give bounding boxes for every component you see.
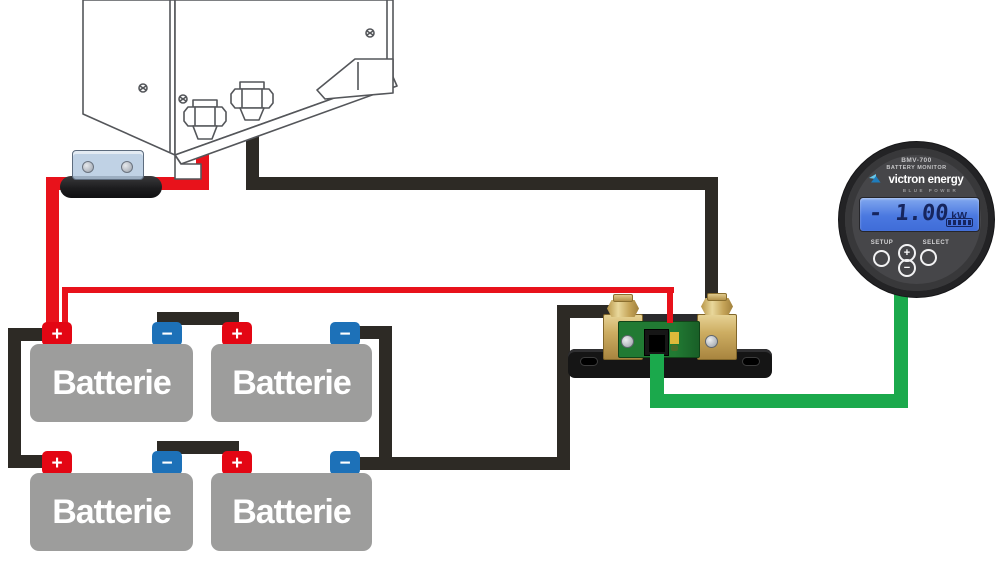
- battery-3-label: Batterie: [52, 492, 172, 531]
- wire-data-horizontal: [650, 394, 908, 408]
- inverter-right-foot: [316, 58, 394, 100]
- minus-button[interactable]: −: [898, 259, 916, 277]
- fuse-bolt-left: [82, 161, 94, 173]
- shunt-rj12-opening: [649, 335, 665, 352]
- monitor-logo-row: victron energy: [839, 173, 994, 186]
- fuse-holder-base: [60, 176, 162, 198]
- battery4-positive-terminal: +: [222, 451, 252, 475]
- shunt-terminal-block-right: [697, 314, 737, 360]
- fuse-holder: [60, 148, 164, 200]
- battery4-negative-terminal: −: [330, 451, 360, 475]
- wire-negative-shunt-load-drop: [705, 177, 718, 305]
- shunt-mount-hole-right: [742, 357, 760, 366]
- shunt-rj12-socket: [644, 329, 669, 356]
- inverter-left-panel: [82, 0, 176, 156]
- select-button[interactable]: [920, 249, 937, 266]
- battery-monitor-bmv700: BMV-700 BATTERY MONITOR victron energy B…: [838, 141, 995, 298]
- shunt-screw-right: [705, 335, 718, 348]
- battery-4-label: Batterie: [232, 492, 352, 531]
- setup-button[interactable]: [873, 250, 890, 267]
- wire-battery-neg-to-shunt-vert: [557, 305, 570, 470]
- wire-series-link-top: [157, 312, 239, 325]
- battery1-negative-terminal: −: [152, 322, 182, 346]
- wire-positive-battery-drop: [46, 177, 59, 329]
- victron-bird-icon: [869, 174, 881, 183]
- lcd-battery-gauge-icon: [946, 218, 973, 227]
- wire-battery-neg-to-shunt-horiz: [557, 305, 612, 318]
- minus-button-glyph: −: [903, 261, 911, 274]
- battery3-positive-terminal: +: [42, 451, 72, 475]
- select-button-label: SELECT: [922, 240, 950, 246]
- fuse-bolt-right: [121, 161, 133, 173]
- shunt-pcb-led: [671, 345, 678, 351]
- shunt-screw-left: [621, 335, 634, 348]
- wire-negative-top-run: [246, 177, 718, 190]
- lcd-power-value: - 1.00: [867, 201, 950, 226]
- fuse-holder-cover: [72, 150, 144, 180]
- battery-3: Batterie: [30, 473, 193, 551]
- wire-data-shunt-drop: [650, 354, 664, 408]
- wire-data-monitor-drop: [894, 284, 908, 408]
- inverter-outline-drawing: [82, 0, 398, 180]
- battery3-negative-terminal: −: [152, 451, 182, 475]
- monitor-type-label: BATTERY MONITOR: [886, 165, 947, 171]
- inverter-left-foot: [174, 154, 202, 180]
- shunt-bolt-cap-right: [707, 293, 727, 301]
- monitor-model-label: BMV-700: [901, 157, 932, 164]
- wire-series-link-bottom: [157, 441, 239, 454]
- battery-1: Batterie: [30, 344, 193, 422]
- battery-4: Batterie: [211, 473, 372, 551]
- monitor-lcd: - 1.00 kW: [859, 197, 980, 232]
- wire-right-parallel-vert: [379, 326, 392, 470]
- wire-left-parallel-bottom: [8, 455, 50, 468]
- shunt-bolt-right: [701, 298, 733, 315]
- shunt-mount-hole-left: [580, 357, 598, 366]
- shunt-pcb-fuse: [670, 332, 679, 344]
- brand-label: victron energy: [888, 173, 964, 186]
- brand-tagline: BLUE POWER: [902, 188, 959, 193]
- battery2-positive-terminal: +: [222, 322, 252, 346]
- lcd-unit-label: kW: [951, 210, 967, 222]
- battery2-negative-terminal: −: [330, 322, 360, 346]
- shunt-bolt-cap-left: [613, 294, 633, 302]
- wire-sense-shunt-drop: [667, 287, 673, 323]
- wire-left-parallel-vert: [8, 328, 21, 468]
- setup-button-label: SETUP: [870, 240, 894, 246]
- shunt: [568, 293, 772, 379]
- battery1-positive-terminal: +: [42, 322, 72, 346]
- plus-button-glyph: +: [903, 246, 911, 259]
- wire-sense-vertical-battery: [62, 288, 68, 328]
- wire-sense-horizontal: [62, 287, 674, 293]
- wire-bottom-neg-run: [345, 457, 570, 470]
- battery-2: Batterie: [211, 344, 372, 422]
- battery-1-label: Batterie: [52, 363, 172, 402]
- shunt-bolt-left: [607, 300, 639, 317]
- battery-2-label: Batterie: [232, 363, 352, 402]
- wire-left-parallel-top: [8, 328, 50, 341]
